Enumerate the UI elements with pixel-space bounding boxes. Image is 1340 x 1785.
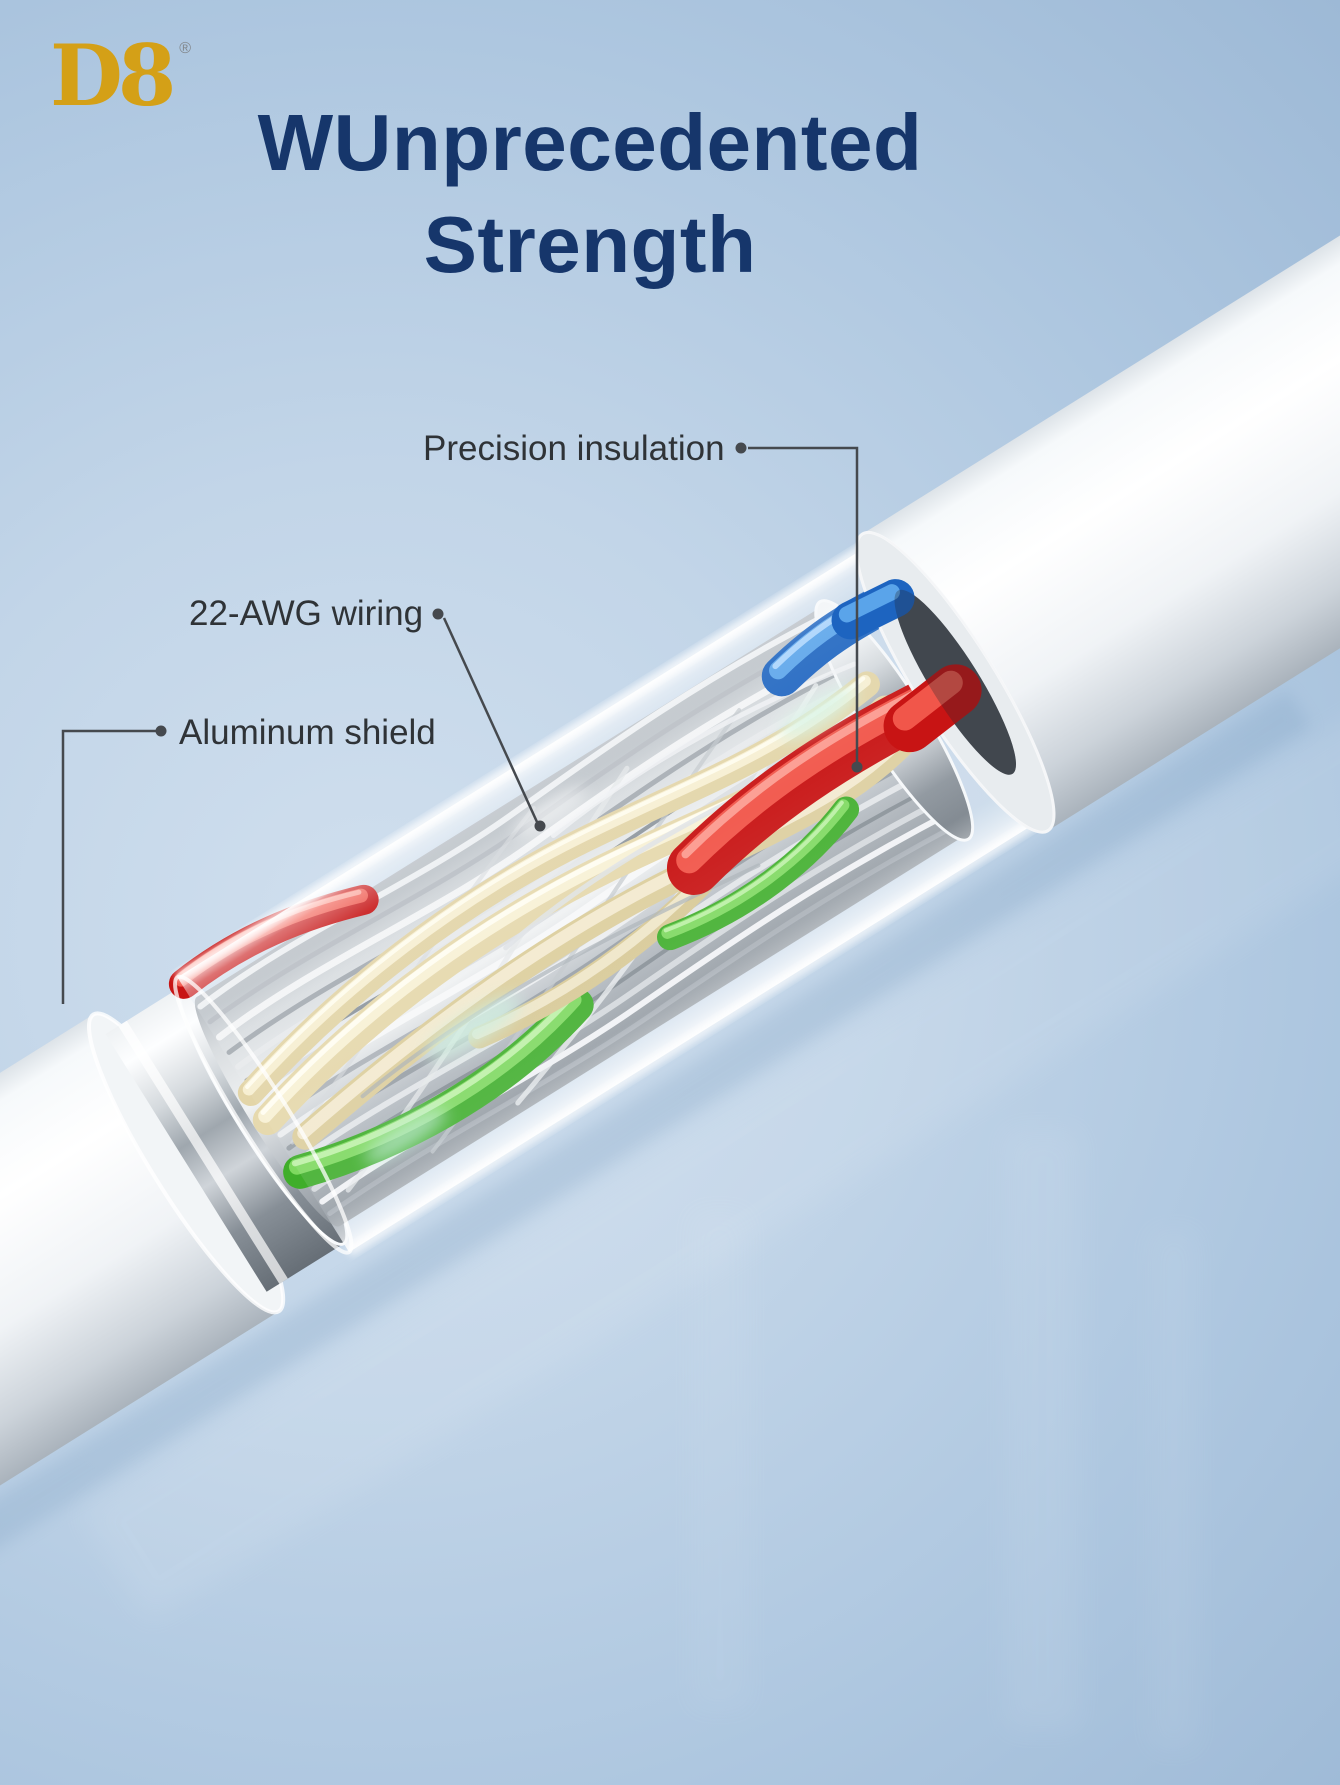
- callout-dots: [155, 442, 863, 832]
- reflection-streaks: [690, 1130, 1198, 1750]
- cable-reflection: [79, 652, 1340, 1622]
- callout-lines: [61, 446, 859, 1004]
- registered-mark-icon: ®: [179, 40, 192, 57]
- outer-jacket-right: [831, 0, 1340, 834]
- title-line-2: Strength: [423, 200, 757, 289]
- label-awg-wiring: 22-AWG wiring: [189, 594, 424, 633]
- insulation-tube: [173, 542, 1041, 1257]
- label-precision-insulation: Precision insulation: [423, 429, 725, 468]
- label-aluminum-shield: Aluminum shield: [179, 713, 436, 752]
- cable-shadow: [0, 690, 1312, 1555]
- brand-logo: D8®: [50, 34, 191, 118]
- callout-line-precision-insulation: [748, 446, 859, 762]
- callout-line-awg-wiring: [442, 617, 539, 823]
- title-line-1: WUnprecedented: [257, 98, 923, 187]
- brand-logo-text: D8: [50, 26, 176, 125]
- callout-line-aluminum-shield: [61, 729, 156, 1004]
- page-title: WUnprecedented Strength: [0, 92, 1180, 296]
